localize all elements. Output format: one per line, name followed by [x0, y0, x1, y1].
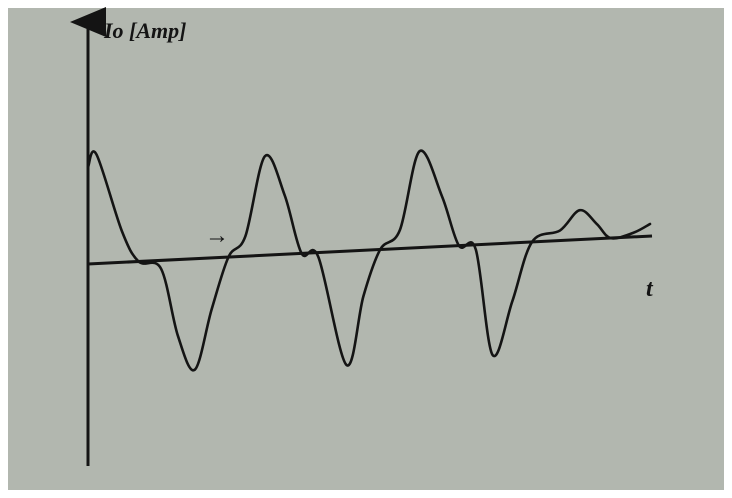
direction-arrow-annotation: →: [205, 223, 229, 249]
x-axis: [87, 234, 653, 266]
series-line-current: [86, 149, 652, 372]
y-axis-title: Io [Amp]: [103, 18, 187, 43]
x-axis-label: t: [646, 276, 654, 302]
